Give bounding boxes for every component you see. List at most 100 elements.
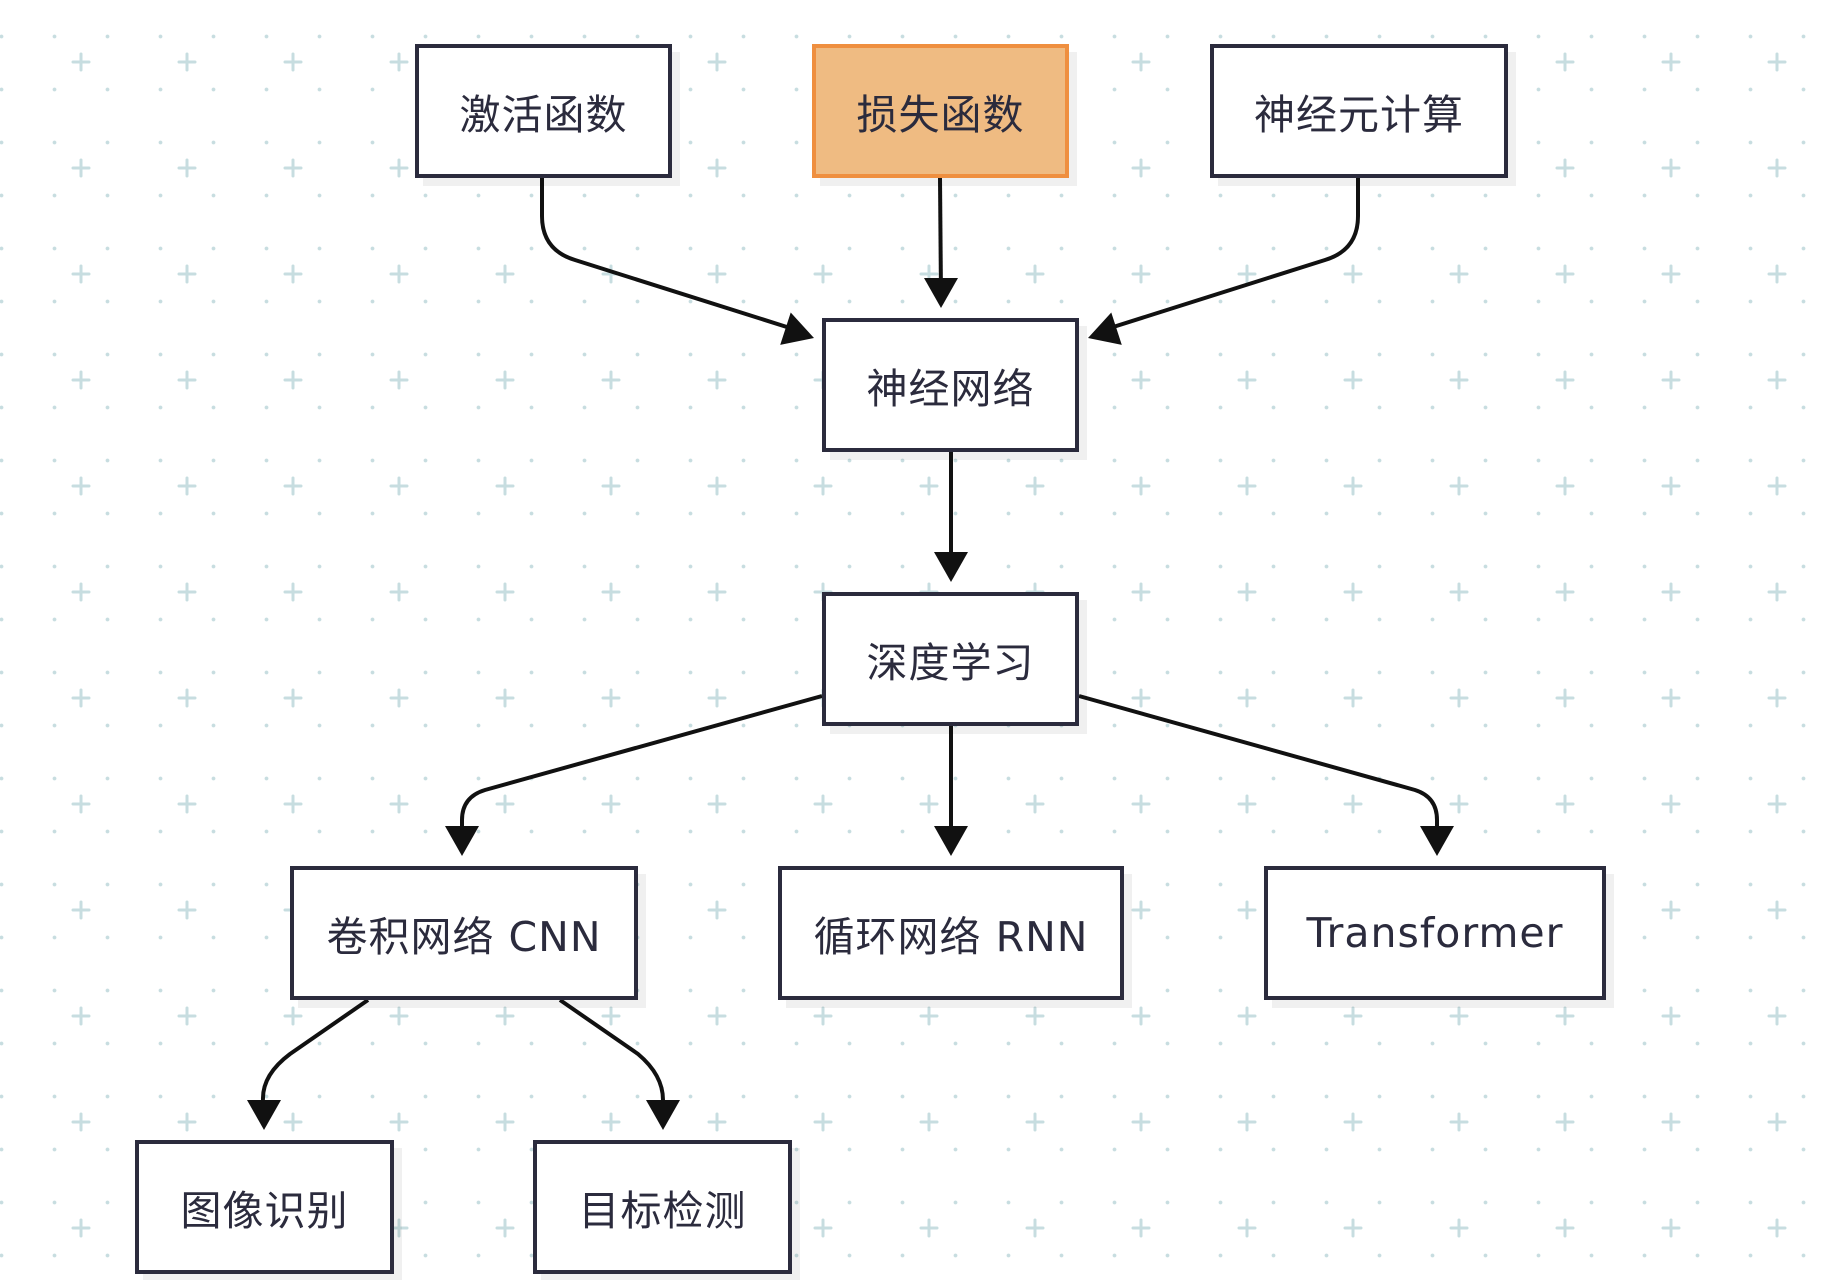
edge-neuron-to-neural-net[interactable]	[1083, 178, 1360, 354]
grid-plus-mark	[1131, 52, 1151, 72]
grid-plus-mark	[1767, 688, 1787, 708]
grid-plus-mark	[707, 1006, 727, 1026]
node-object-detection[interactable]: 目标检测	[533, 1140, 792, 1274]
grid-plus-mark	[1449, 1006, 1469, 1026]
grid-plus-mark	[1025, 794, 1045, 814]
node-cnn[interactable]: 卷积网络 CNN	[290, 866, 638, 1000]
grid-plus-mark	[1131, 1006, 1151, 1026]
grid-plus-mark	[601, 794, 621, 814]
grid-plus-mark	[1767, 900, 1787, 920]
grid-plus-mark	[283, 264, 303, 284]
grid-plus-mark	[601, 264, 621, 284]
grid-plus-mark	[1237, 794, 1257, 814]
edge-deep-learning-to-rnn[interactable]	[934, 726, 968, 856]
edge-line	[260, 998, 370, 1117]
grid-plus-mark	[1131, 1112, 1151, 1132]
grid-plus-mark	[1343, 582, 1363, 602]
edge-cnn-to-image-recognition[interactable]	[247, 998, 370, 1130]
grid-plus-mark	[1555, 1006, 1575, 1026]
grid-plus-mark	[177, 1006, 197, 1026]
grid-plus-mark	[1661, 900, 1681, 920]
grid-plus-mark	[1555, 52, 1575, 72]
grid-plus-mark	[1343, 370, 1363, 390]
grid-plus-mark	[1449, 1218, 1469, 1238]
arrowhead-icon	[934, 552, 968, 582]
edge-deep-learning-to-transformer[interactable]	[1078, 694, 1454, 856]
grid-plus-mark	[1555, 794, 1575, 814]
edge-activation-to-neural-net[interactable]	[540, 178, 819, 354]
grid-plus-mark	[283, 1112, 303, 1132]
grid-plus-mark	[1767, 264, 1787, 284]
grid-plus-mark	[1237, 264, 1257, 284]
grid-plus-mark	[1343, 688, 1363, 708]
grid-plus-mark	[389, 1112, 409, 1132]
grid-plus-mark	[177, 476, 197, 496]
node-label: Transformer	[1306, 909, 1564, 957]
grid-plus-mark	[177, 794, 197, 814]
edge-cnn-to-object-detection[interactable]	[558, 998, 680, 1130]
grid-plus-mark	[1661, 1218, 1681, 1238]
grid-plus-mark	[1661, 476, 1681, 496]
grid-plus-mark	[707, 688, 727, 708]
grid-plus-mark	[71, 794, 91, 814]
grid-plus-mark	[389, 582, 409, 602]
edge-loss-to-neural-net[interactable]	[924, 177, 958, 308]
node-label: 循环网络 RNN	[813, 913, 1089, 961]
grid-plus-mark	[495, 370, 515, 390]
node-image-recognition[interactable]: 图像识别	[135, 1140, 394, 1274]
node-transformer[interactable]: Transformer	[1264, 866, 1606, 1000]
grid-plus-mark	[919, 1218, 939, 1238]
grid-plus-mark	[1131, 158, 1151, 178]
arrowhead-icon	[924, 278, 958, 308]
edge-line	[460, 694, 823, 840]
grid-plus-mark	[177, 264, 197, 284]
grid-plus-mark	[389, 264, 409, 284]
grid-plus-mark	[813, 1218, 833, 1238]
grid-plus-mark	[1237, 1112, 1257, 1132]
grid-plus-mark	[283, 794, 303, 814]
grid-plus-mark	[1767, 582, 1787, 602]
grid-plus-mark	[71, 1006, 91, 1026]
grid-plus-mark	[1025, 1218, 1045, 1238]
grid-plus-mark	[707, 900, 727, 920]
grid-plus-mark	[71, 1112, 91, 1132]
grid-plus-mark	[1449, 1112, 1469, 1132]
grid-plus-mark	[1661, 582, 1681, 602]
grid-plus-mark	[1237, 370, 1257, 390]
node-loss-function[interactable]: 损失函数	[812, 44, 1069, 178]
edge-deep-learning-to-cnn[interactable]	[445, 694, 823, 856]
grid-plus-mark	[495, 1006, 515, 1026]
node-rnn[interactable]: 循环网络 RNN	[778, 866, 1124, 1000]
grid-plus-mark	[1343, 1006, 1363, 1026]
grid-plus-mark	[1767, 52, 1787, 72]
grid-plus-mark	[71, 370, 91, 390]
grid-plus-mark	[283, 476, 303, 496]
grid-plus-mark	[1555, 1112, 1575, 1132]
grid-plus-mark	[1131, 794, 1151, 814]
edge-neural-net-to-deep-learning[interactable]	[934, 452, 968, 582]
grid-plus-mark	[1237, 1006, 1257, 1026]
grid-plus-mark	[1767, 1006, 1787, 1026]
grid-plus-mark	[283, 582, 303, 602]
grid-plus-mark	[1661, 794, 1681, 814]
grid-plus-mark	[495, 582, 515, 602]
node-neuron-computation[interactable]: 神经元计算	[1210, 44, 1508, 178]
grid-plus-mark	[601, 370, 621, 390]
grid-plus-mark	[707, 52, 727, 72]
grid-plus-mark	[1661, 370, 1681, 390]
edge-line	[558, 998, 665, 1116]
grid-plus-mark	[495, 1218, 515, 1238]
grid-plus-mark	[177, 900, 197, 920]
grid-plus-mark	[813, 794, 833, 814]
grid-plus-mark	[707, 370, 727, 390]
edge-line	[1078, 694, 1439, 840]
grid-plus-mark	[1131, 900, 1151, 920]
node-deep-learning[interactable]: 深度学习	[822, 592, 1079, 726]
grid-plus-mark	[283, 158, 303, 178]
grid-plus-mark	[71, 1218, 91, 1238]
grid-plus-mark	[919, 794, 939, 814]
grid-plus-mark	[1767, 370, 1787, 390]
node-neural-network[interactable]: 神经网络	[822, 318, 1079, 452]
grid-plus-mark	[389, 52, 409, 72]
node-activation-function[interactable]: 激活函数	[415, 44, 672, 178]
